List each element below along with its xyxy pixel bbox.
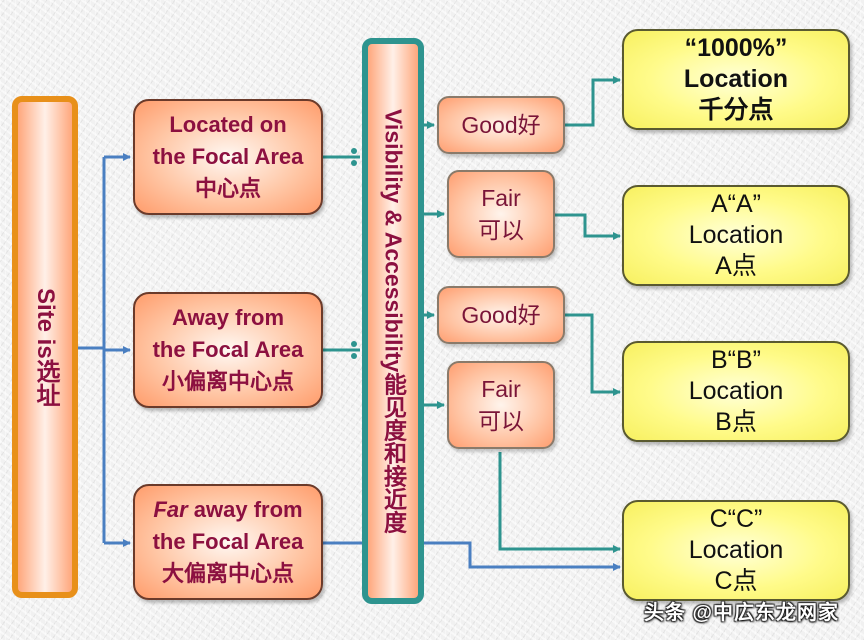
location-c: C“C” Location C点 <box>622 500 850 601</box>
location-line: C“C” <box>709 505 763 533</box>
rating-label-cn: 可以 <box>478 217 524 243</box>
far-italic: Far <box>153 497 188 522</box>
visibility-accessibility-box: Visibility & Accessibility能见度和接近度 <box>362 38 424 604</box>
location-line: Location <box>688 377 784 405</box>
rating-fair-1: Fair 可以 <box>447 170 555 258</box>
rating-good-2: Good好 <box>437 286 565 344</box>
location-line: Location <box>688 536 784 564</box>
focal-box-line: the Focal Area <box>152 144 304 169</box>
rating-fair-2: Fair 可以 <box>447 361 555 449</box>
location-line: C点 <box>714 567 758 595</box>
rating-good-1: Good好 <box>437 96 565 154</box>
location-line: 千分点 <box>698 96 774 124</box>
location-line: “1000%” <box>684 34 788 62</box>
focal-box-line: 中心点 <box>194 176 261 201</box>
focal-box-line: 大偏离中心点 <box>161 561 294 586</box>
focal-box-line: the Focal Area <box>152 529 304 554</box>
watermark: 头条 @中広东龙网家 <box>644 602 840 624</box>
location-line: Location <box>683 65 789 93</box>
visibility-label: Visibility & Accessibility能见度和接近度 <box>380 108 407 534</box>
location-line: A“A” <box>711 190 761 218</box>
location-a: A“A” Location A点 <box>622 185 850 286</box>
focal-box-line: 小偏离中心点 <box>161 369 294 394</box>
focal-box-line: Located on <box>169 112 287 137</box>
rating-label: Fair <box>481 185 521 211</box>
focal-box-line: the Focal Area <box>152 337 304 362</box>
location-line: Location <box>688 221 784 249</box>
far-rest: away from <box>187 497 303 522</box>
location-line: B点 <box>715 408 757 436</box>
focal-box-line: Far away from <box>153 494 302 526</box>
focal-box-away-from: Away from the Focal Area 小偏离中心点 <box>133 292 323 408</box>
location-line: B“B” <box>711 346 761 374</box>
rating-label: Good好 <box>461 112 541 138</box>
location-b: B“B” Location B点 <box>622 341 850 442</box>
focal-box-line: Away from <box>171 305 285 330</box>
rating-label-cn: 可以 <box>478 408 524 434</box>
rating-label: Good好 <box>461 302 541 328</box>
site-label: Site is选址 <box>32 287 59 407</box>
focal-box-far-away-from: Far away from the Focal Area 大偏离中心点 <box>133 484 323 600</box>
location-line: A点 <box>715 252 757 280</box>
location-1000-percent: “1000%” Location 千分点 <box>622 29 850 130</box>
focal-box-located-on: Located on the Focal Area 中心点 <box>133 99 323 215</box>
rating-label: Fair <box>481 376 521 402</box>
site-box: Site is选址 <box>12 96 78 598</box>
